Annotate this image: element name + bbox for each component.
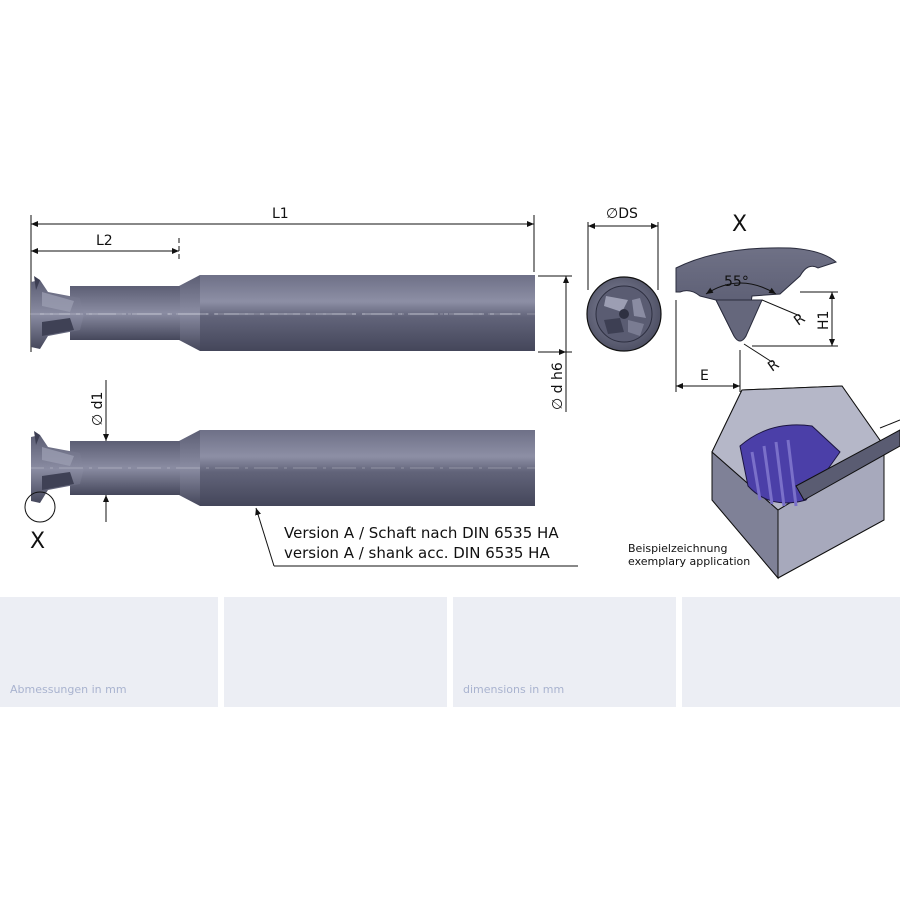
shank-note-en: version A / shank acc. DIN 6535 HA [284,544,550,562]
technical-drawing: L1 L2 ∅ d h6 ∅DS [24,206,900,580]
angle-label: 55° [724,274,749,290]
application-caption-de: Beispielzeichnung [628,542,727,555]
l2-label: L2 [96,233,113,249]
table-cell-3-label: dimensions in mm [463,683,565,696]
d-h6-label: ∅ d h6 [550,362,566,410]
tool-top-view [31,275,535,351]
detail-x-profile [675,247,837,342]
detail-x-circle [24,491,56,523]
table-cell-1-label: Abmessungen in mm [10,683,127,696]
radius-dimensions [743,299,801,363]
angle-dimension [705,282,777,295]
detail-x-label-bottom: X [30,529,45,554]
dimension-l2 [31,238,180,262]
dimension-h1 [752,291,838,347]
application-illustration [711,385,900,580]
d1-label: ∅ d1 [90,392,106,426]
r-label-1: R [791,310,808,329]
ds-label: ∅DS [606,206,638,222]
e-label: E [700,368,709,384]
application-caption-en: exemplary application [628,555,750,568]
table-cell-4 [682,597,900,707]
shank-note-de: Version A / Schaft nach DIN 6535 HA [284,524,559,542]
dimension-table-header: Abmessungen in mm dimensions in mm [0,597,900,707]
dimension-ds [587,222,659,290]
table-cell-3: dimensions in mm [453,597,676,707]
table-cell-2 [224,597,447,707]
h1-label: H1 [816,311,832,330]
dimension-e [675,300,741,392]
dimension-d-h6 [538,275,572,412]
shank-note-leader [255,507,578,567]
detail-x-label-top: X [732,212,747,237]
end-view [586,276,662,352]
r-label-2: R [765,356,782,375]
table-cell-1: Abmessungen in mm [0,597,218,707]
l1-label: L1 [272,206,289,222]
